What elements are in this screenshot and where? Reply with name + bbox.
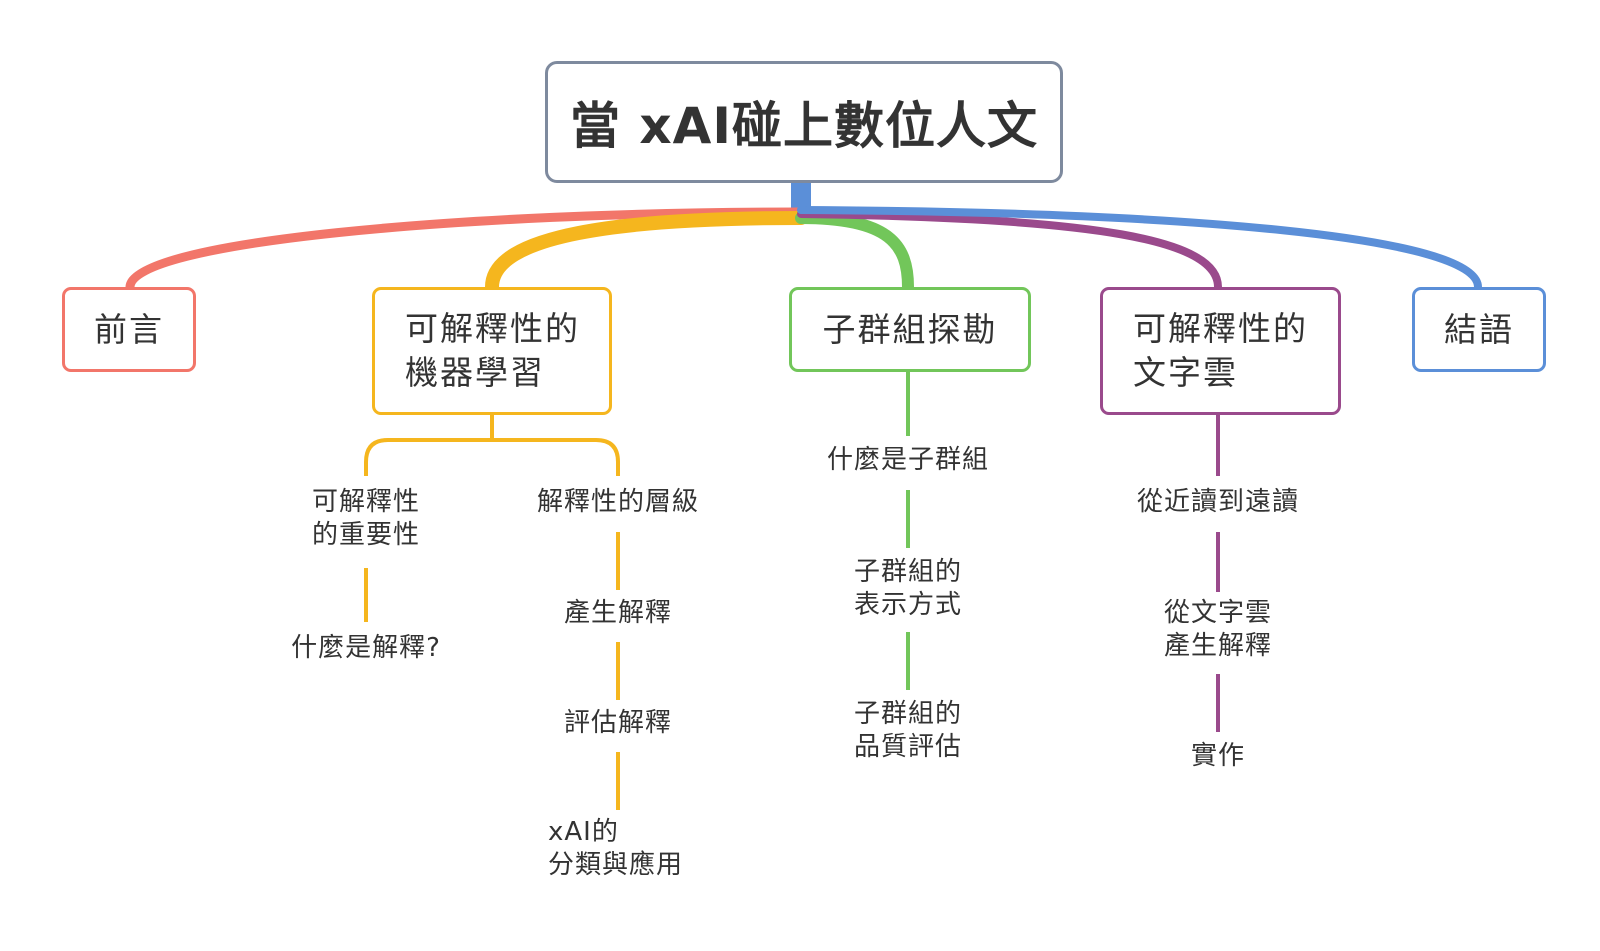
root-topic-title: 當 xAI碰上數位人文 <box>570 97 1038 155</box>
subtopic-evaluating-explanations[interactable]: 評估解釋 <box>538 707 698 740</box>
subtopic-levels-of-explainability[interactable]: 解釋性的層級 <box>518 486 718 519</box>
topic-node-subgroup-mining[interactable]: 子群組探勘 <box>789 287 1031 372</box>
topic-node-preface[interactable]: 前言 <box>62 287 196 372</box>
topic-label-explainable-ml: 可解釋性的 機器學習 <box>405 309 580 392</box>
connector-to-explainable-ml <box>485 211 808 294</box>
subtopic-subgroup-quality-evaluation[interactable]: 子群組的 品質評估 <box>838 698 978 764</box>
topic-node-explainable-ml[interactable]: 可解釋性的 機器學習 <box>372 287 612 415</box>
root-trunk-connector <box>791 183 811 213</box>
subtopic-explanations-from-wordcloud[interactable]: 從文字雲 產生解釋 <box>1148 597 1288 663</box>
subtopic-generating-explanations[interactable]: 產生解釋 <box>538 597 698 630</box>
topic-label-conclusion: 結語 <box>1444 309 1514 349</box>
connector-to-subgroup-mining <box>795 212 914 293</box>
orange-split <box>364 438 620 476</box>
subtopic-what-is-explanation[interactable]: 什麼是解釋? <box>266 632 466 665</box>
topic-label-explainable-wordcloud: 可解釋性的 文字雲 <box>1133 309 1308 392</box>
topic-label-subgroup-mining: 子群組探勘 <box>822 309 998 349</box>
connector-to-preface <box>125 207 806 292</box>
connector-to-conclusion <box>797 206 1482 291</box>
connector-to-explainable-wordcloud <box>797 210 1222 291</box>
topic-label-preface: 前言 <box>94 309 164 349</box>
subtopic-importance-of-explainability[interactable]: 可解釋性 的重要性 <box>286 486 446 552</box>
subtopic-subgroup-representation[interactable]: 子群組的 表示方式 <box>838 556 978 622</box>
topic-node-conclusion[interactable]: 結語 <box>1412 287 1546 372</box>
subtopic-implementation[interactable]: 實作 <box>1168 740 1268 773</box>
topic-node-explainable-wordcloud[interactable]: 可解釋性的 文字雲 <box>1100 287 1341 415</box>
subtopic-xai-classification-and-applications[interactable]: xAI的 分類與應用 <box>548 816 693 882</box>
root-topic-node[interactable]: 當 xAI碰上數位人文 <box>545 61 1063 183</box>
subtopic-close-to-distant-reading[interactable]: 從近讀到遠讀 <box>1118 486 1318 519</box>
subtopic-what-is-subgroup[interactable]: 什麼是子群組 <box>808 444 1008 477</box>
